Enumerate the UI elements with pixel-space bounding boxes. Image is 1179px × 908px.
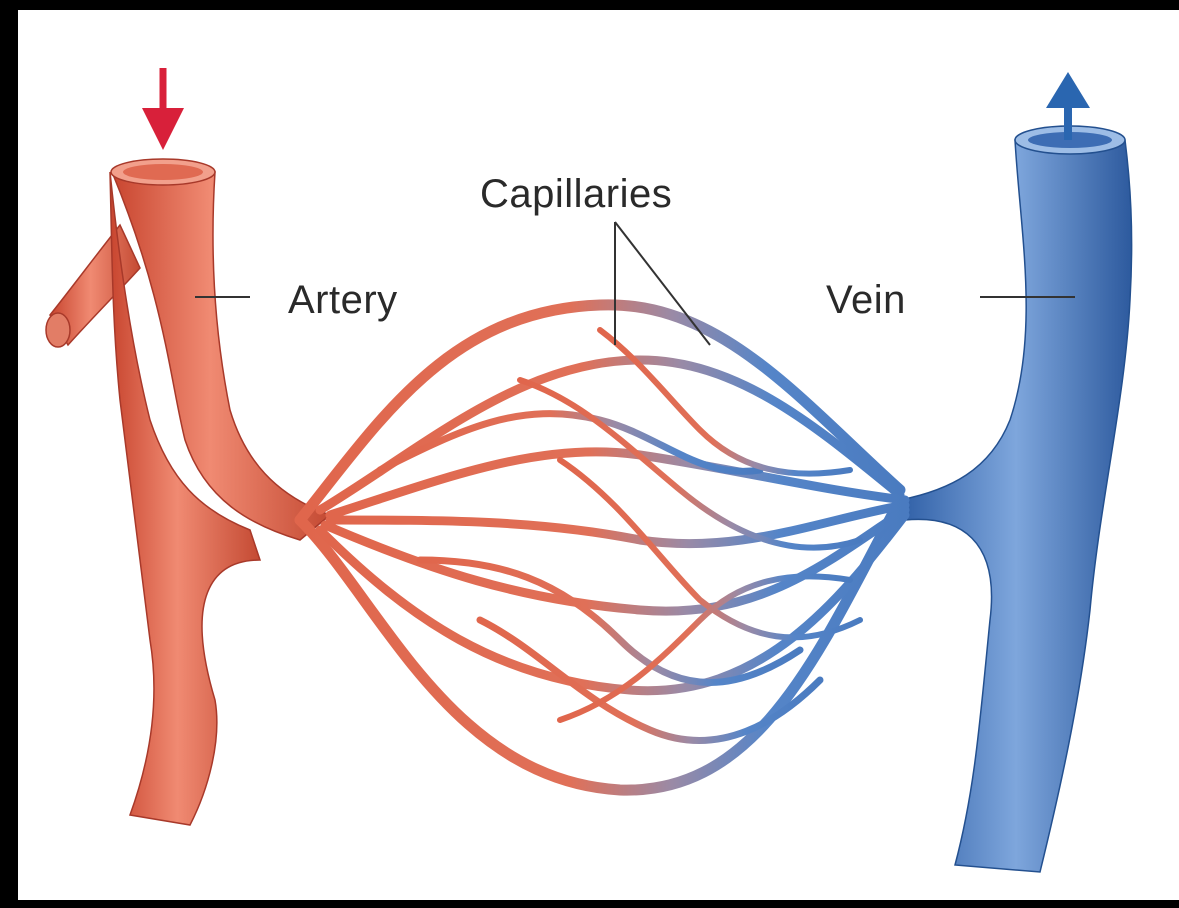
vein-vessel	[900, 126, 1132, 872]
artery-vessel	[46, 159, 330, 825]
artery-label: Artery	[288, 278, 398, 323]
vein-label: Vein	[826, 278, 906, 323]
arrow-down-icon	[142, 68, 184, 150]
capillaries-label: Capillaries	[480, 172, 672, 217]
capillary-bed	[300, 305, 905, 790]
